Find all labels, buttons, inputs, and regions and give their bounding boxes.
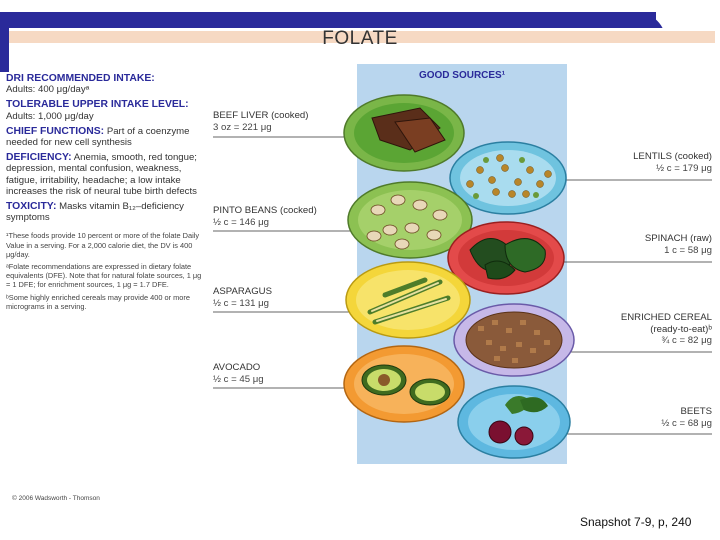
food-label-pinto-beans: PINTO BEANS (cocked) ½ c = 146 μg: [213, 205, 317, 228]
food-amount: ½ c = 45 μg: [213, 373, 264, 385]
ul-text: Adults: 1,000 μg/day: [6, 110, 94, 122]
chief-functions-block: CHIEF FUNCTIONS: Part of a coenzyme need…: [6, 126, 206, 148]
ul-block: TOLERABLE UPPER INTAKE LEVEL: Adults: 1,…: [6, 99, 206, 121]
asparagus-plate: [345, 261, 471, 339]
deficiency-text: Anemia, smooth, red tongue; depression, …: [6, 152, 197, 197]
enriched-cereal-plate: [453, 303, 575, 377]
title-band: [9, 31, 715, 43]
food-amount: ½ c = 146 μg: [213, 216, 269, 228]
food-name: BEETS: [680, 406, 712, 417]
food-amount: ¾ c = 82 μg: [661, 335, 712, 346]
food-name: BEEF LIVER (cooked): [213, 110, 309, 121]
footnote-3: ᵇSome highly enriched cereals may provid…: [6, 292, 190, 311]
good-sources-heading: GOOD SOURCES¹: [418, 70, 506, 81]
nutrient-info: DRI RECOMMENDED INTAKE: Adults: 400 μg/d…: [6, 73, 206, 311]
spinach-plate: [447, 221, 565, 295]
page-title: FOLATE: [322, 28, 398, 49]
footnote-1: ¹These foods provide 10 percent or more …: [6, 231, 200, 259]
dri-text: Adults: 400 μg/dayᵃ: [6, 84, 90, 96]
footnote-2: ᵃFolate recommendations are expressed in…: [6, 262, 202, 290]
food-name: SPINACH (raw): [644, 233, 712, 244]
frame-left-bar: [0, 12, 9, 72]
chief-text: Part of a coenzyme needed for new cell s…: [6, 125, 190, 149]
leader-lines: [213, 136, 712, 435]
food-amount: ½ c = 68 μg: [661, 417, 712, 429]
toxicity-text: Masks vitamin B₁₂–deficiency symptoms: [6, 201, 184, 224]
copyright: © 2006 Wadsworth - Thomson: [12, 495, 100, 502]
deficiency-heading: DEFICIENCY:: [6, 152, 72, 164]
avocado-plate: [343, 345, 465, 423]
beets-plate: [457, 385, 571, 459]
ul-heading: TOLERABLE UPPER INTAKE LEVEL:: [6, 99, 189, 111]
toxicity-heading: TOXICITY:: [6, 201, 57, 213]
food-name: ASPARAGUS: [213, 286, 273, 297]
toxicity-block: TOXICITY: Masks vitamin B₁₂–deficiency s…: [6, 201, 206, 223]
food-label-spinach: SPINACH (raw) 1 c = 58 μg: [645, 233, 712, 256]
food-name: LENTILS (cooked): [633, 151, 712, 162]
food-name-2: (ready-to-eat)ᵇ: [650, 323, 712, 335]
dri-heading: DRI RECOMMENDED INTAKE:: [6, 73, 155, 84]
snapshot-caption: Snapshot 7-9, p, 240: [580, 515, 692, 529]
food-amount: ½ c = 131 μg: [213, 297, 269, 309]
chief-heading: CHIEF FUNCTIONS:: [6, 125, 105, 137]
food-label-beets: BEETS ½ c = 68 μg: [661, 406, 712, 429]
lentils-plate: [449, 141, 567, 215]
food-label-asparagus: ASPARAGUS ½ c = 131 μg: [213, 286, 272, 309]
food-label-enriched-cereal: ENRICHED CEREAL (ready-to-eat)ᵇ ¾ c = 82…: [621, 312, 712, 347]
deficiency-block: DEFICIENCY: Anemia, smooth, red tongue; …: [6, 152, 206, 197]
food-label-avocado: AVOCADO ½ c = 45 μg: [213, 362, 264, 385]
food-name: AVOCADO: [213, 362, 261, 373]
food-label-lentils: LENTILS (cooked) ½ c = 179 μg: [633, 151, 712, 174]
food-name: ENRICHED CEREAL: [620, 312, 712, 323]
pinto-beans-plate: [347, 181, 473, 259]
food-name: PINTO BEANS (cocked): [213, 205, 317, 216]
dri-block: DRI RECOMMENDED INTAKE: Adults: 400 μg/d…: [6, 73, 206, 95]
food-amount: 1 c = 58 μg: [664, 244, 712, 256]
food-amount: 3 oz = 221 μg: [213, 121, 272, 133]
food-amount: ½ c = 179 μg: [656, 162, 712, 174]
food-label-beef-liver: BEEF LIVER (cooked) 3 oz = 221 μg: [213, 110, 308, 133]
beef-liver-plate: [343, 94, 465, 172]
